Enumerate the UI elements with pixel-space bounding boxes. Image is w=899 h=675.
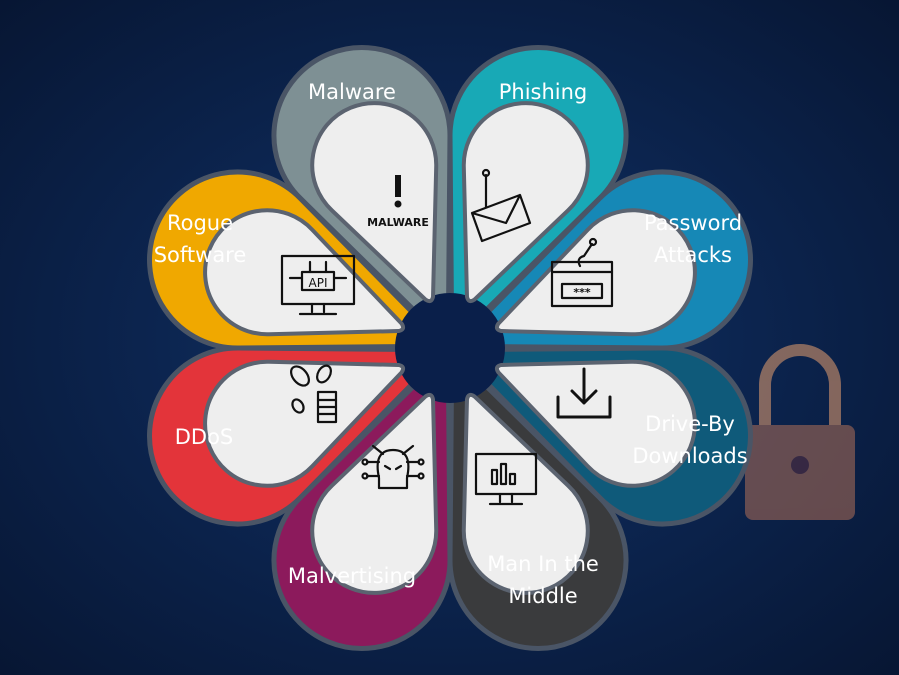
inner-petal-malvertising [310,392,439,595]
label-malvertising: Malvertising [288,564,416,588]
label-password-line1: Password [644,211,742,235]
center-hub [395,293,505,403]
inner-petal-ddos [203,359,406,488]
download-icon [556,367,612,419]
inner-petal-phishing [461,101,590,304]
label-rogue-line1: Rogue [167,211,233,235]
malware-warning-icon: MALWARE [367,175,429,229]
phishing-envelope-icon [470,168,532,243]
background-lock-icon [745,344,855,520]
inner-petal-malware [310,101,439,304]
malware-icon-text: MALWARE [367,216,429,229]
label-phishing: Phishing [499,80,588,104]
label-mitm-line2: Middle [508,584,577,608]
label-ddos: DDoS [175,425,234,449]
label-driveby-line1: Drive-By [645,412,735,436]
password-window-icon: *** [550,237,614,308]
label-mitm-line1: Man In the [487,552,599,576]
skull-network-icon [361,444,425,490]
bombs-server-icon [290,364,338,424]
inner-petal-driveby [494,359,697,488]
password-icon-text: *** [573,286,591,299]
label-rogue-line2: Software [154,243,247,267]
monitor-chart-icon [474,452,538,506]
label-password-line2: Attacks [654,243,732,267]
label-driveby-line2: Downloads [632,444,747,468]
api-monitor-icon: API [280,254,356,316]
label-malware: Malware [308,80,396,104]
api-icon-text: API [309,276,328,290]
